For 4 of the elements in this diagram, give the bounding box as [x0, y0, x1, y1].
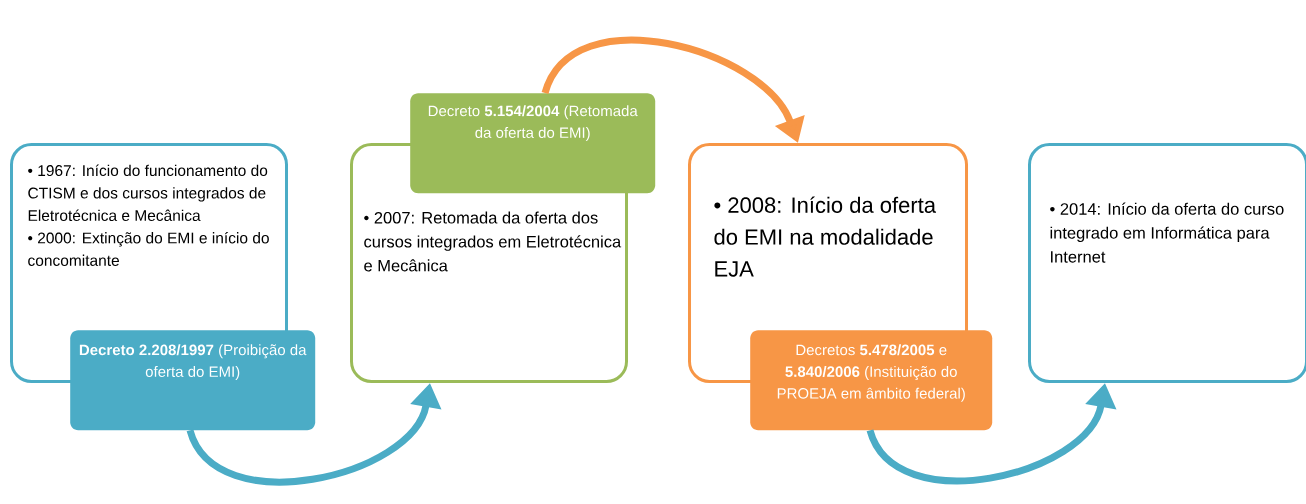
timeline-box: • 2014: Início da oferta do curso integrado em Informática para Internet — [1028, 143, 1306, 383]
decree-label: Decretos 5.478/2005 e 5.840/2006 (Instituição do PROEJA em âmbito federal) — [750, 330, 993, 431]
decree-label: Decreto 5.154/2004 (Retomada da oferta do EMI) — [410, 93, 656, 194]
decree-label: Decreto 2.208/1997 (Proibição da oferta do EMI) — [70, 330, 316, 431]
